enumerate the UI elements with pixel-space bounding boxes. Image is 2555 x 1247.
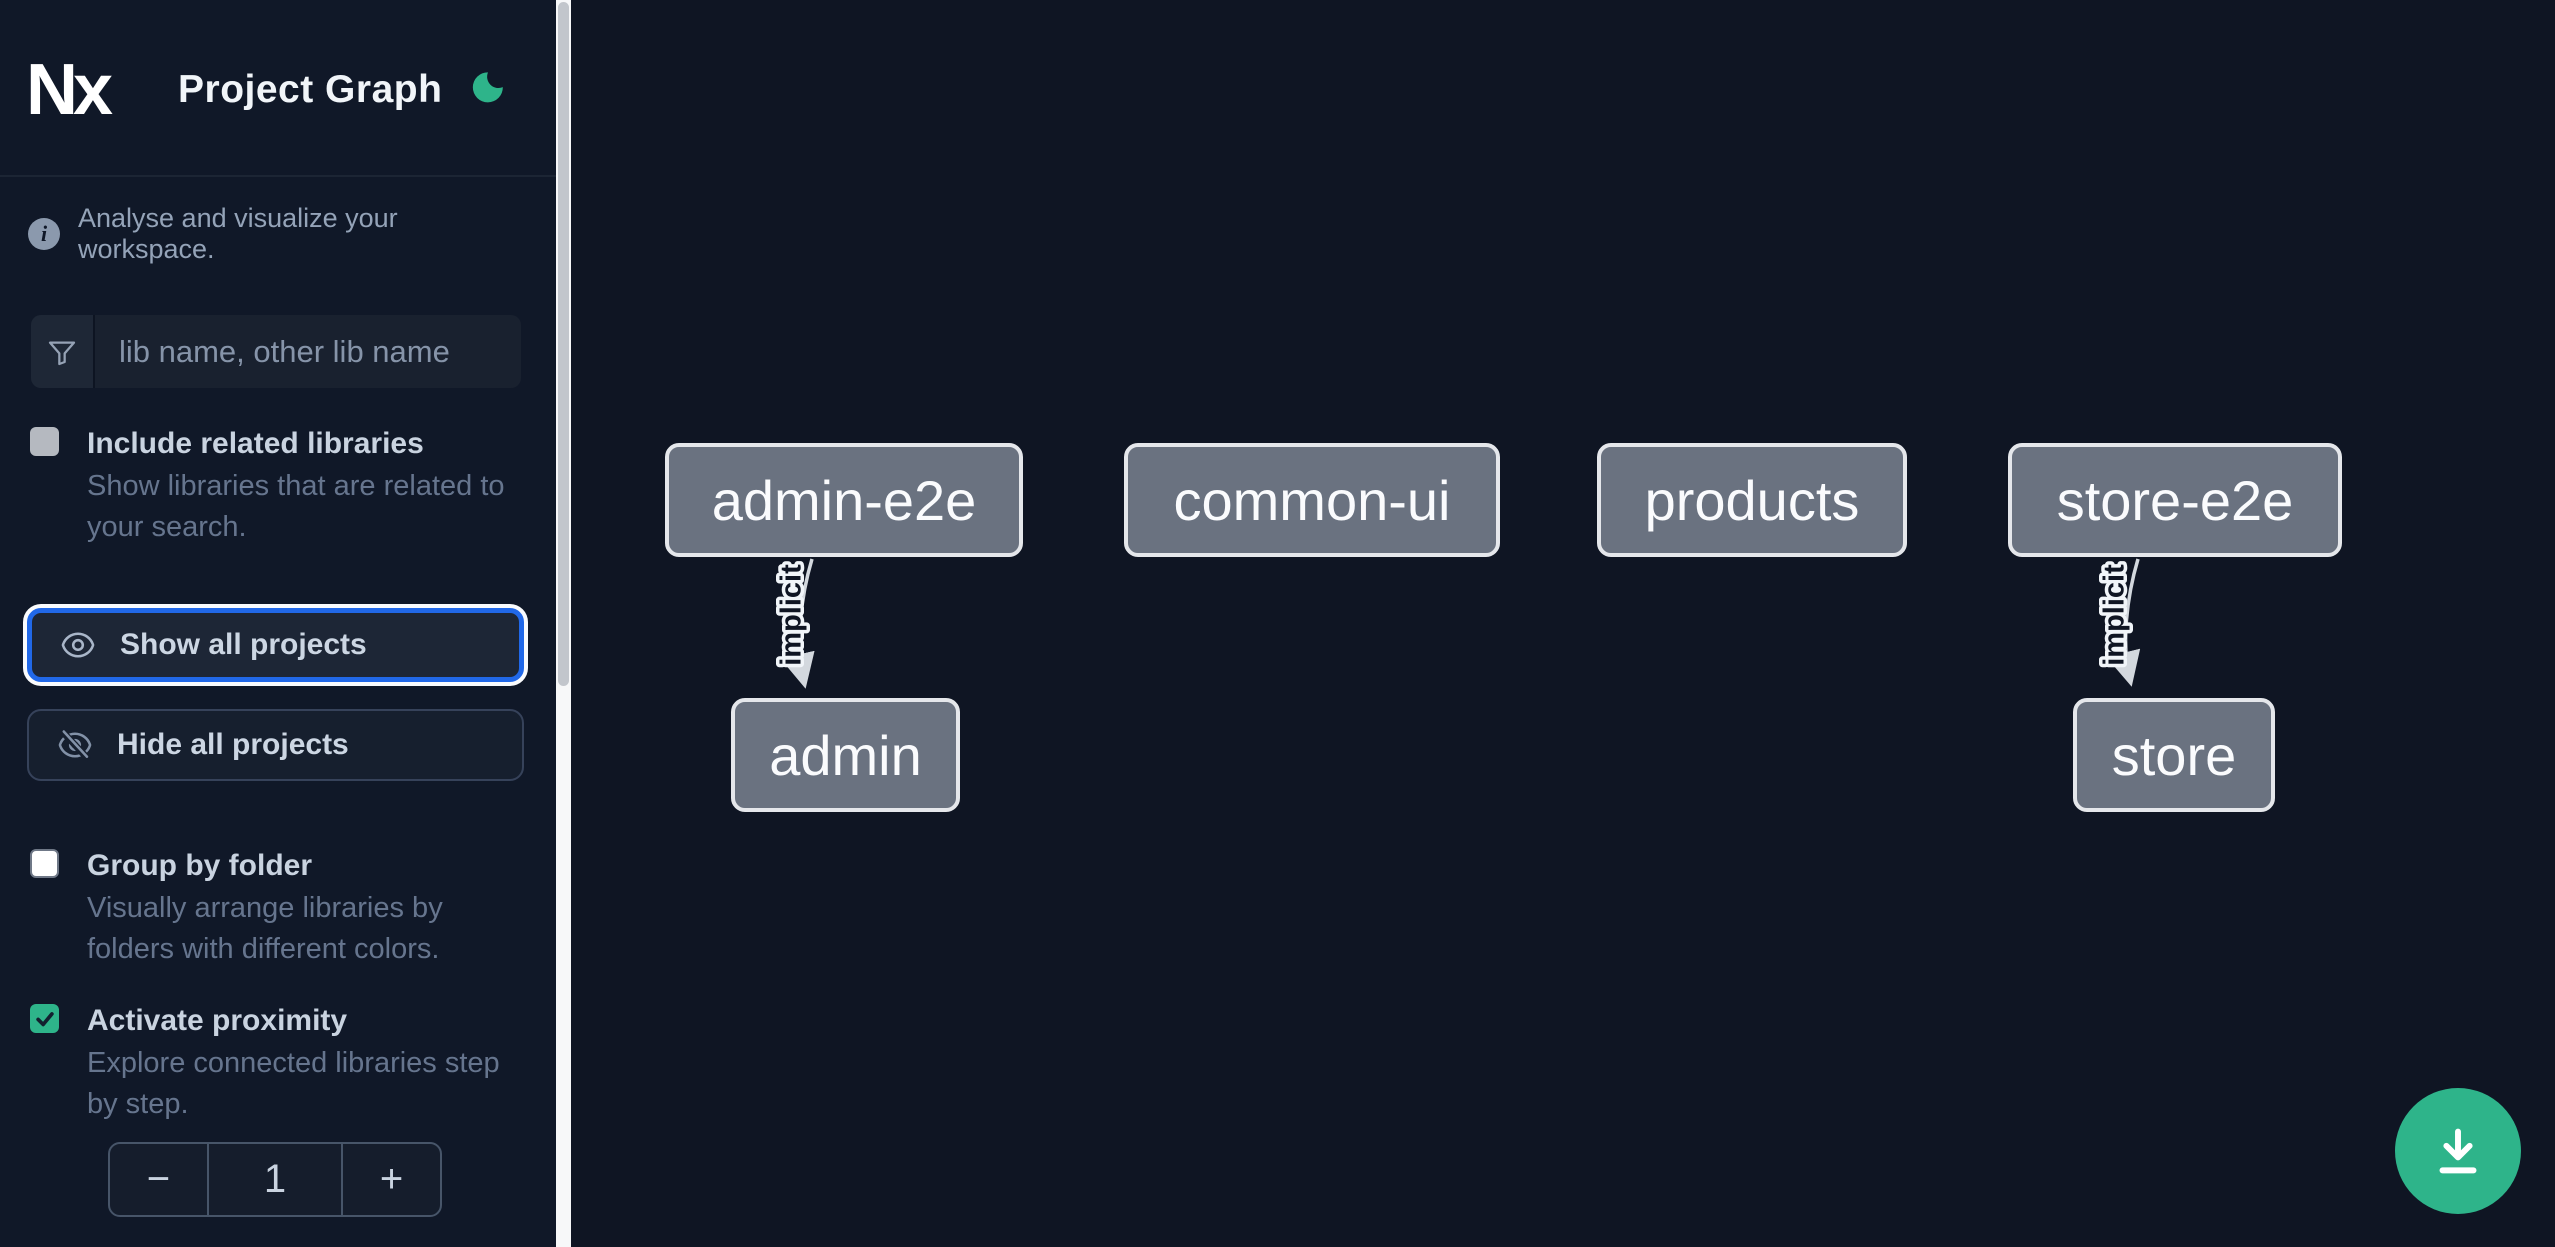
activate-proximity-label: Activate proximity bbox=[87, 1004, 348, 1037]
edge-label-implicit: implicit bbox=[2099, 564, 2131, 666]
eye-icon bbox=[61, 632, 95, 658]
info-row: i Analyse and visualize your workspace. bbox=[28, 203, 528, 265]
graph-node-admin[interactable]: admin bbox=[731, 698, 960, 812]
edge-label-implicit: implicit bbox=[776, 564, 808, 666]
proximity-depth-value: 1 bbox=[206, 1144, 344, 1215]
graph-node-products[interactable]: products bbox=[1597, 443, 1907, 557]
sidebar-scrollbar-track[interactable] bbox=[556, 0, 571, 1247]
include-related-description: Show libraries that are related to your … bbox=[87, 470, 505, 543]
proximity-depth-stepper: − 1 + bbox=[108, 1142, 442, 1217]
check-icon bbox=[35, 1011, 54, 1026]
include-related-checkbox[interactable] bbox=[30, 427, 59, 456]
show-all-projects-button[interactable]: Show all projects bbox=[27, 608, 524, 682]
svg-text:Nx: Nx bbox=[26, 54, 113, 126]
activate-proximity-row: Activate proximity Explore connected lib… bbox=[30, 1001, 524, 1125]
eye-off-icon bbox=[58, 728, 92, 762]
group-by-folder-label: Group by folder bbox=[87, 849, 312, 882]
include-related-row: Include related libraries Show libraries… bbox=[30, 424, 524, 548]
page-title: Project Graph bbox=[178, 68, 443, 111]
hide-all-projects-label: Hide all projects bbox=[117, 728, 349, 761]
graph-node-store[interactable]: store bbox=[2073, 698, 2275, 812]
sidebar: Nx Project Graph i Analyse and visualize… bbox=[0, 0, 556, 1247]
graph-edges: implicit implicit bbox=[772, 558, 2141, 689]
include-related-label: Include related libraries bbox=[87, 427, 424, 460]
sidebar-scrollbar-thumb[interactable] bbox=[558, 2, 569, 686]
decrement-button[interactable]: − bbox=[110, 1144, 207, 1215]
info-icon: i bbox=[28, 218, 60, 250]
hide-all-projects-button[interactable]: Hide all projects bbox=[27, 709, 524, 781]
theme-toggle-button[interactable] bbox=[466, 66, 510, 110]
activate-proximity-description: Explore connected libraries step by step… bbox=[87, 1047, 500, 1120]
edge-store-e2e-store bbox=[2106, 558, 2141, 687]
graph-node-store-e2e[interactable]: store-e2e bbox=[2008, 443, 2342, 557]
search-box bbox=[31, 315, 521, 388]
group-by-folder-checkbox[interactable] bbox=[30, 849, 59, 878]
search-input[interactable] bbox=[95, 315, 521, 388]
filter-icon bbox=[31, 315, 95, 388]
moon-icon bbox=[472, 71, 503, 102]
graph-node-common-ui[interactable]: common-ui bbox=[1124, 443, 1500, 557]
project-graph-canvas[interactable]: implicit implicit admin-e2e common-ui pr… bbox=[571, 0, 2555, 1247]
edge-admin-e2e-admin bbox=[780, 558, 815, 689]
app-header: Nx Project Graph bbox=[0, 0, 556, 177]
nx-logo-icon: Nx bbox=[26, 54, 118, 126]
group-by-folder-description: Visually arrange libraries by folders wi… bbox=[87, 892, 443, 965]
show-all-projects-label: Show all projects bbox=[120, 628, 367, 661]
increment-button[interactable]: + bbox=[343, 1144, 440, 1215]
download-icon bbox=[2439, 1128, 2477, 1174]
download-image-button[interactable] bbox=[2395, 1088, 2521, 1214]
group-by-folder-row: Group by folder Visually arrange librari… bbox=[30, 846, 524, 970]
info-text: Analyse and visualize your workspace. bbox=[78, 203, 398, 264]
graph-node-admin-e2e[interactable]: admin-e2e bbox=[665, 443, 1023, 557]
activate-proximity-checkbox[interactable] bbox=[30, 1004, 59, 1033]
